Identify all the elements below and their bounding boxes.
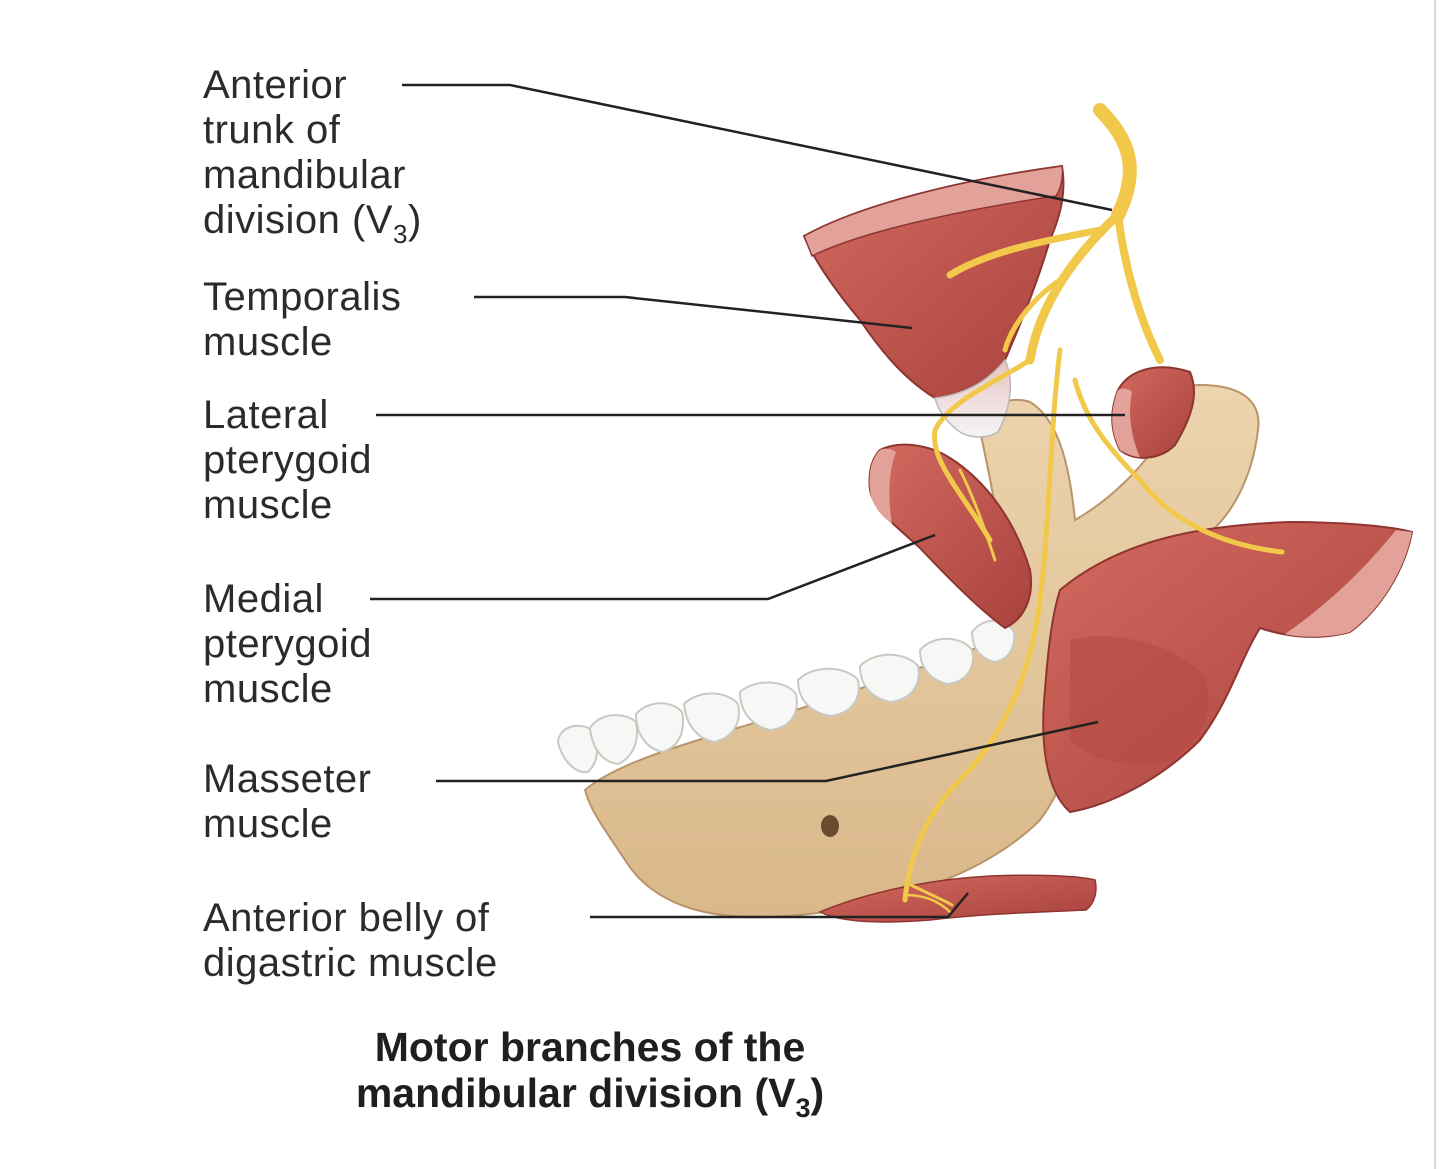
label-lateral-pterygoid-line2: pterygoid <box>203 438 373 482</box>
caption-subscript: 3 <box>795 1093 811 1123</box>
label-lateral-pterygoid-line3: muscle <box>203 483 333 527</box>
leader-temporalis <box>474 295 913 330</box>
temporalis-cut-surface <box>803 165 1064 258</box>
caption-line1: Motor branches of the <box>374 1024 806 1070</box>
page-edge-divider <box>1434 0 1436 1169</box>
label-masseter-line1: Masseter <box>203 757 372 801</box>
leader-lines <box>370 83 1125 919</box>
label-anterior-trunk: Anterior trunk of mandibular division (V… <box>203 63 422 247</box>
temporalis-tendon <box>934 358 1012 438</box>
label-masseter-line2: muscle <box>203 802 333 846</box>
caption-line2-main: mandibular division (V <box>355 1070 796 1116</box>
lateral-pterygoid-cut <box>1112 388 1140 457</box>
label-medial-pterygoid-line3: muscle <box>203 667 333 711</box>
label-temporalis-line2: muscle <box>203 320 333 364</box>
leader-masseter <box>436 720 1099 783</box>
label-digastric-line1: Anterior belly of <box>203 896 490 940</box>
label-digastric: Anterior belly of digastric muscle <box>203 896 498 986</box>
label-medial-pterygoid-line2: pterygoid <box>203 622 373 666</box>
mental-foramen <box>821 815 839 837</box>
masseter-deep-shade <box>1070 636 1209 764</box>
label-masseter: Masseter muscle <box>203 757 372 847</box>
label-anterior-trunk-line4-end: ) <box>407 198 422 242</box>
label-anterior-trunk-line1: Anterior <box>203 63 348 107</box>
label-temporalis-line1: Temporalis <box>203 275 402 319</box>
label-anterior-trunk-subscript: 3 <box>393 219 408 249</box>
caption-line2: mandibular division (V3) <box>280 1070 900 1122</box>
label-lateral-pterygoid-line1: Lateral <box>203 393 329 437</box>
label-anterior-trunk-line4: division (V3) <box>203 198 422 247</box>
masseter-cut <box>1285 530 1412 637</box>
label-anterior-trunk-line3: mandibular <box>203 153 406 197</box>
label-temporalis: Temporalis muscle <box>203 275 401 365</box>
label-anterior-trunk-line2: trunk of <box>203 108 341 152</box>
figure-caption: Motor branches of the mandibular divisio… <box>280 1024 900 1122</box>
label-medial-pterygoid-line1: Medial <box>203 577 324 621</box>
label-digastric-line2: digastric muscle <box>203 941 498 985</box>
medial-pterygoid-cut <box>869 448 896 524</box>
caption-line2-end: ) <box>810 1070 825 1116</box>
label-medial-pterygoid: Medial pterygoid muscle <box>203 577 372 712</box>
leader-anterior-trunk <box>402 83 1113 212</box>
label-anterior-trunk-line4-main: division (V <box>203 198 394 242</box>
leader-digastric <box>590 892 969 919</box>
teeth <box>556 619 1016 774</box>
leader-medial-pterygoid <box>370 533 936 601</box>
digastric-muscle-shape <box>818 874 1097 923</box>
label-lateral-pterygoid: Lateral pterygoid muscle <box>203 393 372 528</box>
